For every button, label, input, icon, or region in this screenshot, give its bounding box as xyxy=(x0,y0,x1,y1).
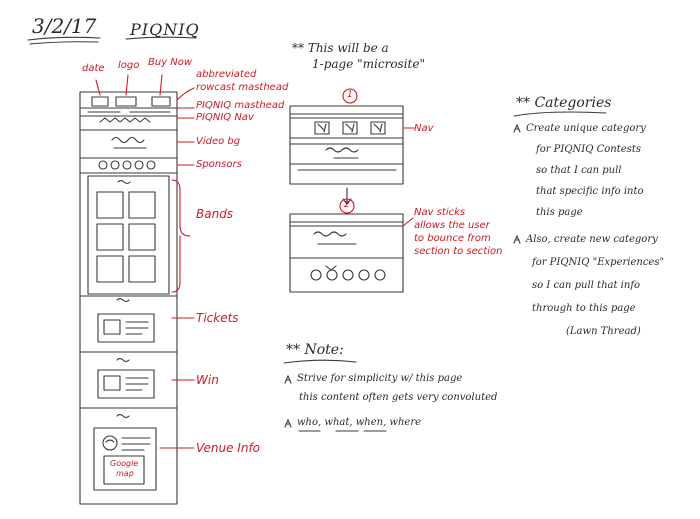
frame-1-nav xyxy=(314,121,386,135)
label-win: Win xyxy=(196,373,219,387)
sticky-note-3: to bounce from xyxy=(414,233,491,244)
cat-b2-line1: Also, create new category xyxy=(526,234,658,245)
cat-b2-line5: (Lawn Thread) xyxy=(566,326,641,337)
note-b1-line1: Strive for simplicity w/ this page xyxy=(297,373,463,384)
cat-b1-line3: so that I can pull xyxy=(536,165,622,176)
note-b2: who, what, when, where xyxy=(297,417,422,428)
note-bullet-2 xyxy=(284,418,292,428)
date-underline xyxy=(27,36,101,45)
label-abbreviated: abbreviated xyxy=(196,69,257,80)
page-title: PIQNIQ xyxy=(130,20,200,39)
cat-b2-line2: for PIQNIQ "Experiences" xyxy=(532,257,665,268)
label-tickets: Tickets xyxy=(196,311,239,325)
cat-b1-line1: Create unique category xyxy=(526,123,646,134)
frame-1 xyxy=(289,105,404,185)
step-1-circle xyxy=(342,88,358,104)
cat-b1-line2: for PIQNIQ Contests xyxy=(536,144,641,155)
label-date: date xyxy=(82,63,105,74)
categories-underline xyxy=(513,111,607,117)
map-box xyxy=(103,455,145,485)
label-nav: Nav xyxy=(414,123,434,134)
sponsor-circles xyxy=(98,160,156,170)
buy-now-box xyxy=(151,96,171,107)
tickets-box xyxy=(97,313,155,343)
label-bands: Bands xyxy=(196,207,234,221)
label-video-bg: Video bg xyxy=(196,136,241,147)
sticky-note-4: section to section xyxy=(414,246,503,257)
step-2-circle xyxy=(339,198,355,214)
wireframe-column xyxy=(79,91,178,505)
step-1-number: 1 xyxy=(347,90,353,100)
label-abbreviated-masthead: rowcast masthead xyxy=(196,82,289,93)
venue-icon xyxy=(102,435,118,451)
map-label-1: Google xyxy=(110,459,139,468)
sticky-note-1: Nav sticks xyxy=(414,207,466,218)
date-heading: 3/2/17 xyxy=(32,14,97,38)
label-logo: logo xyxy=(118,60,140,71)
band-tiles xyxy=(96,191,156,283)
map-label-2: map xyxy=(116,469,134,478)
cat-b2-line3: so I can pull that info xyxy=(532,280,641,291)
arrow-down xyxy=(342,187,352,205)
label-piqniq-nav: PIQNIQ Nav xyxy=(196,112,254,123)
bullet-2 xyxy=(513,234,521,244)
categories-title: ** Categories xyxy=(516,95,612,111)
logo-box xyxy=(115,96,137,107)
venue-box xyxy=(93,427,157,491)
note-title: ** Note: xyxy=(286,342,344,358)
label-piqniq-masthead: PIQNIQ masthead xyxy=(196,100,285,111)
nav-scribble xyxy=(99,117,151,123)
title-underline xyxy=(125,36,197,40)
microsite-note-2: 1-page "microsite" xyxy=(312,57,425,71)
bullet-1 xyxy=(513,123,521,133)
date-box xyxy=(91,96,109,107)
sticky-note-2: allows the user xyxy=(414,220,490,231)
label-buy-now: Buy Now xyxy=(148,57,193,68)
frame-2 xyxy=(289,213,404,293)
step-2-number: 2 xyxy=(344,200,350,210)
cat-b2-line4: through to this page xyxy=(532,303,636,314)
bands-section xyxy=(87,175,170,295)
cat-b1-line5: this page xyxy=(536,207,583,218)
win-box xyxy=(97,369,155,399)
label-sponsors: Sponsors xyxy=(196,159,242,170)
note-bullet-1 xyxy=(284,374,292,384)
microsite-note-1: ** This will be a xyxy=(292,41,389,55)
note-underline xyxy=(283,359,357,364)
note-b1-line2: this content often gets very convoluted xyxy=(299,392,498,403)
frame-2-sponsors xyxy=(310,269,386,281)
video-scribble xyxy=(111,136,147,149)
cat-b1-line4: that specific info into xyxy=(536,186,644,197)
label-venue-info: Venue Info xyxy=(196,441,261,455)
